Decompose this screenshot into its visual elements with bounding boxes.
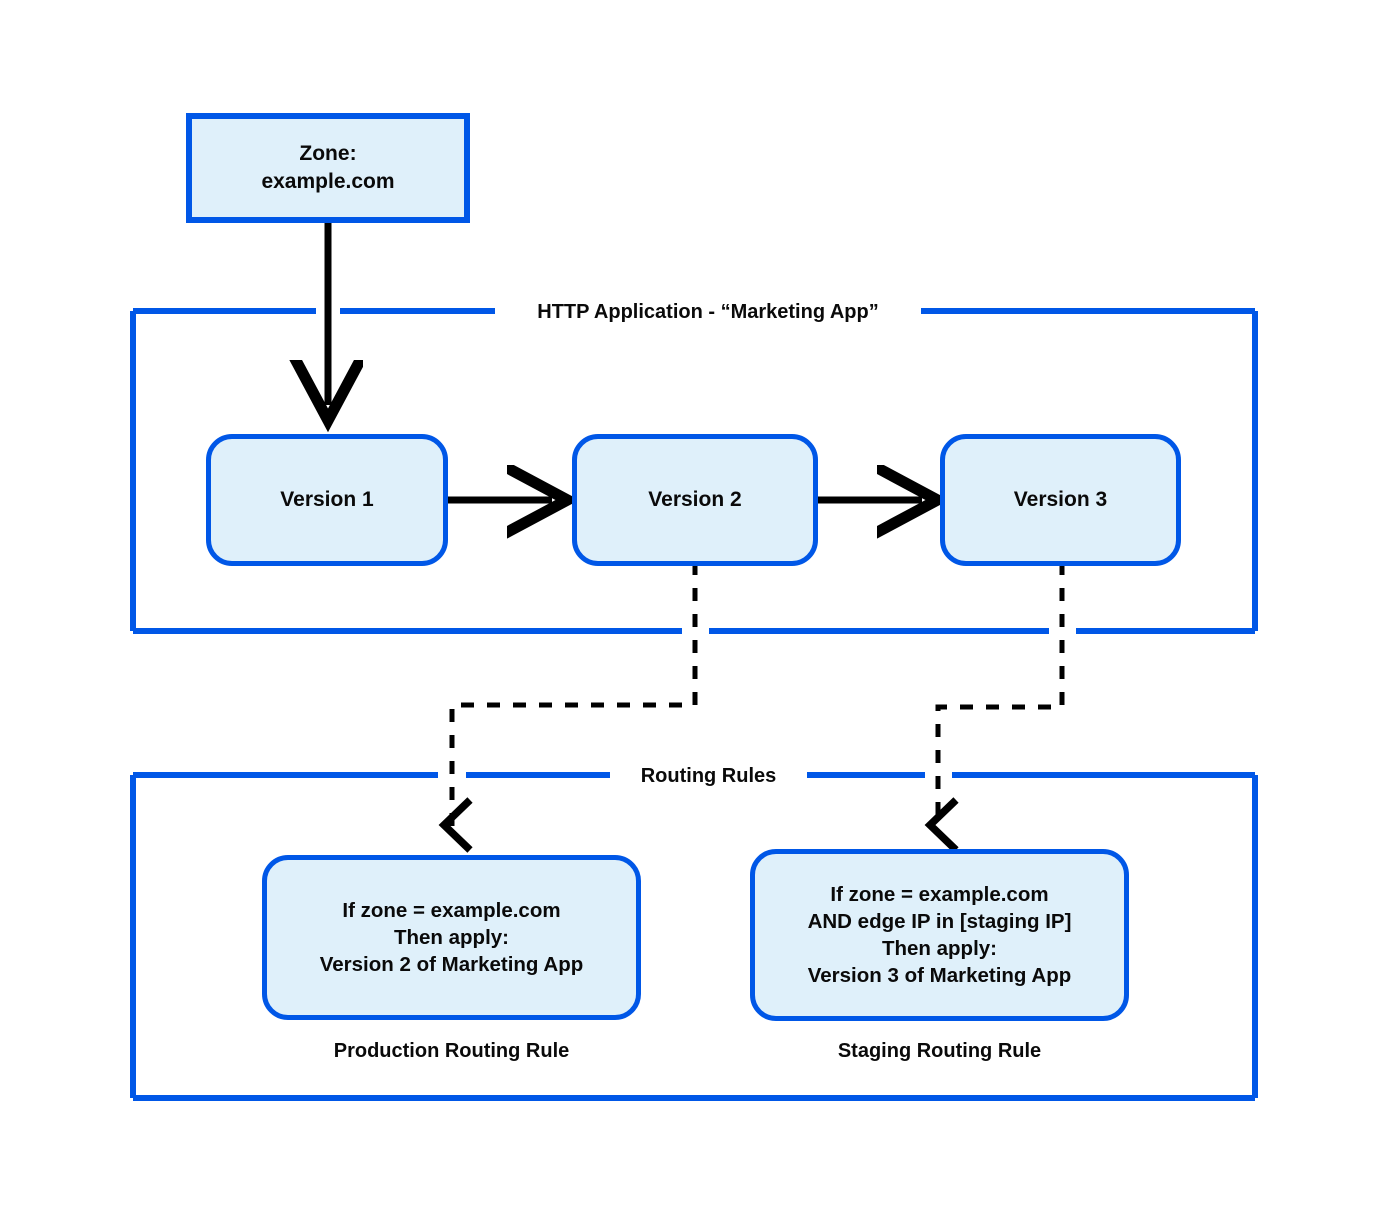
version-1-node[interactable]: Version 1	[206, 434, 448, 566]
staging-routing-rule-node[interactable]: If zone = example.com AND edge IP in [st…	[750, 849, 1129, 1021]
zone-node[interactable]: Zone: example.com	[186, 113, 470, 223]
routing-rules-group-label: Routing Rules	[610, 766, 807, 786]
staging-routing-rule-caption: Staging Routing Rule	[837, 1040, 1042, 1062]
connector-version3-to-staging-rule	[924, 562, 1065, 853]
production-routing-rule-node[interactable]: If zone = example.com Then apply: Versio…	[262, 855, 641, 1020]
version-3-node[interactable]: Version 3	[940, 434, 1181, 566]
connector-version2-to-production-rule	[438, 562, 698, 853]
production-routing-rule-caption: Production Routing Rule	[333, 1040, 570, 1062]
http-application-group-border	[130, 308, 1258, 634]
http-application-group-label: HTTP Application - “Marketing App”	[495, 302, 921, 322]
version-2-node[interactable]: Version 2	[572, 434, 818, 566]
